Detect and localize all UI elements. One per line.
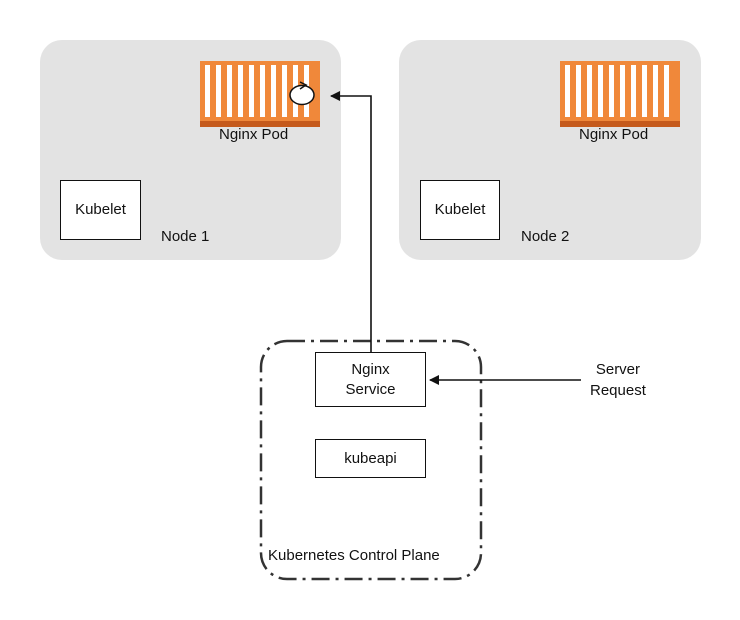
kubeapi-label: kubeapi xyxy=(344,449,397,467)
service-to-pod-arrow xyxy=(330,91,372,352)
kubelet-node-1: Kubelet xyxy=(60,180,141,240)
node-2-label: Node 2 xyxy=(521,228,570,245)
node-1-label: Node 1 xyxy=(161,228,210,245)
pod-label-node-1: Nginx Pod xyxy=(219,126,289,143)
kubelet-label-node-1: Kubelet xyxy=(75,201,126,218)
server-request-line2: Request xyxy=(590,382,646,399)
nginx-service-line1: Nginx xyxy=(351,360,390,378)
nginx-pod-icon-node-2 xyxy=(560,61,680,127)
nginx-service-line2: Service xyxy=(345,380,396,398)
server-request-line1: Server xyxy=(595,361,641,378)
kubelet-node-2: Kubelet xyxy=(420,180,500,240)
kubeapi-box: kubeapi xyxy=(315,439,426,478)
control-plane-label: Kubernetes Control Plane xyxy=(268,547,440,564)
kubelet-label-node-2: Kubelet xyxy=(434,201,486,218)
refresh-icon xyxy=(289,81,315,106)
pod-label-node-2: Nginx Pod xyxy=(579,126,649,143)
server-request-label: Server Request xyxy=(590,359,646,401)
nginx-service-box: Nginx Service xyxy=(315,352,426,407)
